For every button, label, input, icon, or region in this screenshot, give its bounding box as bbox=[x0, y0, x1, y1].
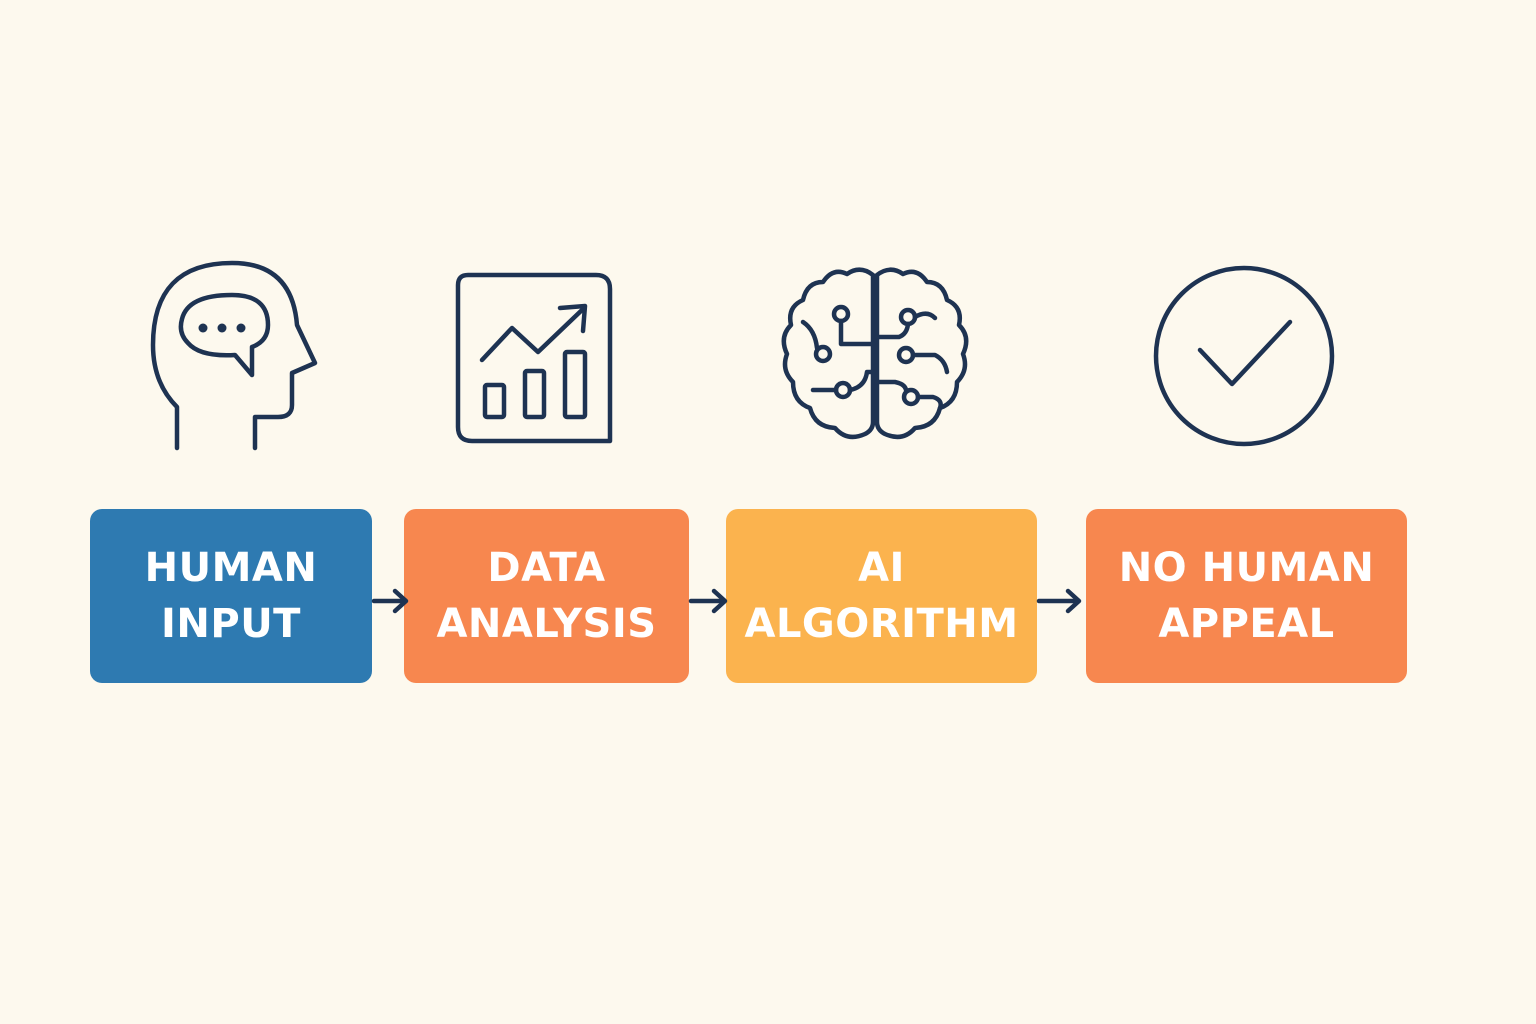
step-data-analysis: DATA ANALYSIS bbox=[404, 509, 689, 683]
step-label-line2: ALGORITHM bbox=[744, 601, 1019, 647]
arrow-right-icon bbox=[371, 588, 409, 614]
step-label-line2: INPUT bbox=[161, 601, 301, 647]
step-label-line1: NO HUMAN bbox=[1118, 545, 1375, 591]
chart-growth-icon bbox=[450, 268, 620, 448]
step-label-line2: ANALYSIS bbox=[436, 601, 657, 647]
step-human-input: HUMAN INPUT bbox=[90, 509, 372, 683]
check-circle-icon bbox=[1150, 264, 1338, 450]
arrow-right-icon bbox=[688, 588, 728, 614]
step-label-line1: AI bbox=[858, 545, 905, 591]
step-label-line1: DATA bbox=[487, 545, 606, 591]
arrow-right-icon bbox=[1036, 588, 1082, 614]
step-ai-algorithm: AI ALGORITHM bbox=[726, 509, 1037, 683]
step-label-line2: APPEAL bbox=[1158, 601, 1335, 647]
human-head-speech-icon bbox=[140, 255, 325, 455]
step-label-line1: HUMAN bbox=[144, 545, 318, 591]
step-no-human-appeal: NO HUMAN APPEAL bbox=[1086, 509, 1407, 683]
brain-circuit-icon bbox=[775, 262, 975, 447]
